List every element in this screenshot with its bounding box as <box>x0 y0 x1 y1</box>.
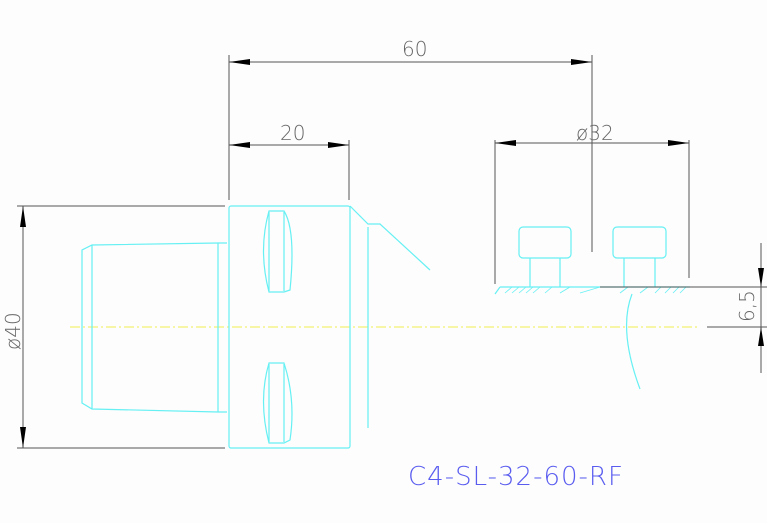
dimension-overall-length: 60 <box>228 37 593 252</box>
clamp-screw-right <box>612 226 667 287</box>
dim-60-text: 60 <box>402 37 427 61</box>
dim-6-5-text: 6,5 <box>735 290 759 322</box>
dim-40-text: ø40 <box>1 312 25 350</box>
dim-20-text: 20 <box>280 121 305 145</box>
dimension-clamp-diameter: ø32 <box>494 121 690 284</box>
part-code-label: C4-SL-32-60-RF <box>408 462 624 492</box>
shank <box>81 242 227 413</box>
clamp-screw-left <box>518 226 572 287</box>
tool-body <box>349 205 690 428</box>
insert-seat-hatch <box>504 286 687 294</box>
flange <box>228 205 351 449</box>
dimension-offset-height: 6,5 <box>600 243 767 373</box>
dimension-body-diameter: ø40 <box>1 205 225 449</box>
dim-32-text: ø32 <box>576 121 614 145</box>
dimension-flange-length: 20 <box>229 121 350 200</box>
